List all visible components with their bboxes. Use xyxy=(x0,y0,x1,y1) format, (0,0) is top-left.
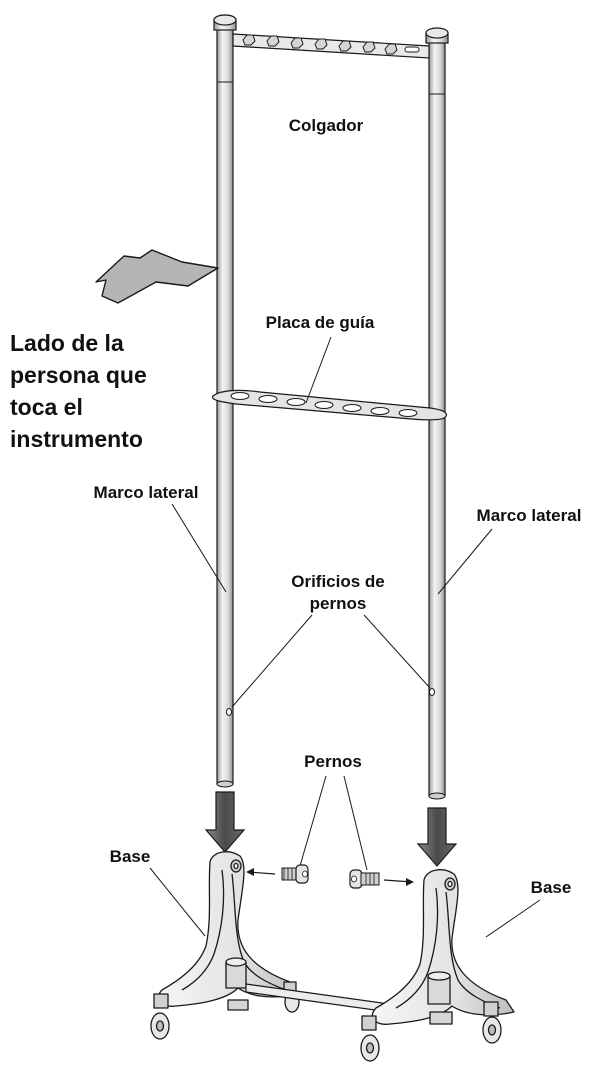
left-base xyxy=(150,851,300,1040)
hanger-label: Colgador xyxy=(289,116,364,135)
hanger-bar xyxy=(232,33,430,59)
bolt-right xyxy=(349,869,414,889)
side-frame-right-label: Marco lateral xyxy=(477,506,582,525)
side-frame-left-label: Marco lateral xyxy=(94,483,199,502)
guide-plate-label: Placa de guía xyxy=(266,313,375,332)
right-bolt-hole xyxy=(429,688,435,696)
base-right-leader xyxy=(485,899,541,938)
player-side-label-line4: instrumento xyxy=(10,426,143,452)
player-side-label-line3: toca el xyxy=(10,394,83,420)
bolt-holes-label-line1: Orificios de xyxy=(291,572,385,591)
right-frame-leader xyxy=(437,528,493,595)
right-base xyxy=(360,869,515,1062)
left-frame-leader xyxy=(171,503,227,593)
right-down-arrow xyxy=(416,807,458,867)
bolts-label: Pernos xyxy=(304,752,362,771)
player-side-label-line2: persona que xyxy=(10,362,147,388)
base-left-label: Base xyxy=(110,847,151,866)
bolt-left xyxy=(246,864,309,884)
player-side-arrow xyxy=(95,249,219,304)
base-right-label: Base xyxy=(531,878,572,897)
right-bolt-hole-leader xyxy=(363,614,431,689)
left-down-arrow xyxy=(204,791,246,853)
base-left-leader xyxy=(149,867,206,937)
left-side-frame-pole xyxy=(213,14,237,788)
left-bolt-hole-leader xyxy=(231,614,313,708)
left-bolt-hole xyxy=(226,708,232,716)
bolt-holes-label-line2: pernos xyxy=(310,594,367,613)
bolts-leader-right xyxy=(343,775,368,871)
guide-plate-leader xyxy=(305,336,332,404)
bolts-leader-left xyxy=(299,775,327,867)
guide-plate xyxy=(211,389,448,421)
player-side-label-line1: Lado de la xyxy=(10,330,124,356)
